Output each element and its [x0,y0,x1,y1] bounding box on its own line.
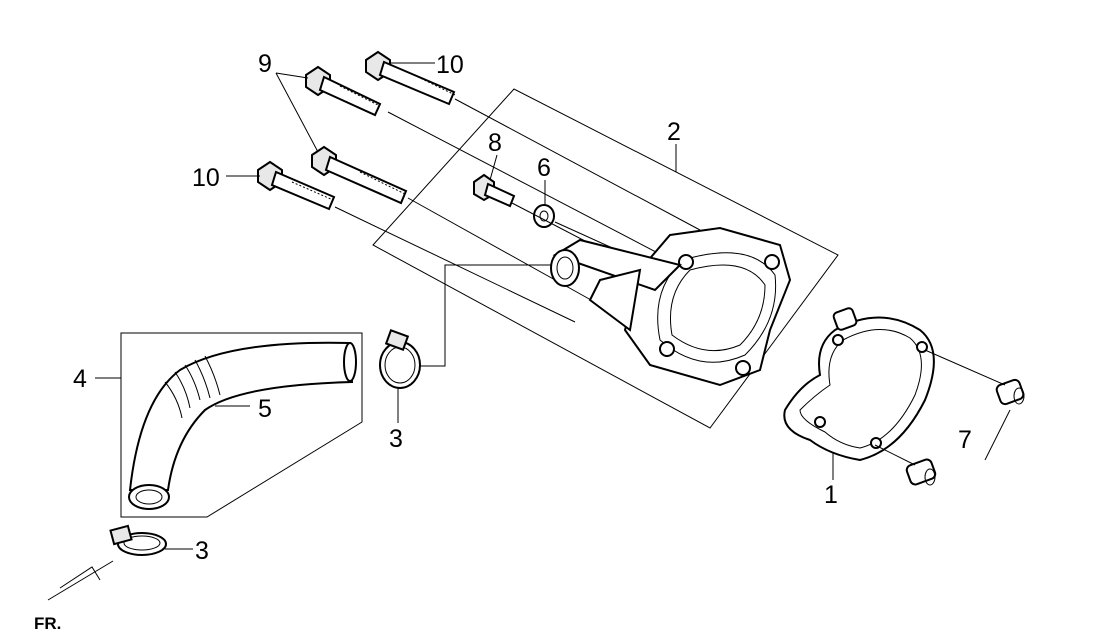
dowel-pin-right [995,378,1025,406]
dowel-pin-bottom [905,458,937,486]
callout-4: 4 [73,365,87,393]
callout-6: 6 [537,154,551,182]
alignment-line [407,197,601,306]
front-direction-arrow-icon [47,560,114,601]
alignment-line [420,264,555,367]
callout-8: 8 [488,129,502,157]
callout-7: 7 [958,426,972,454]
alignment-line [387,111,676,263]
bolt-9-upper [305,65,382,117]
bolt-9-lower [311,145,408,205]
pump-cover [550,226,792,387]
leader-9-to-lower-bolt [275,72,319,153]
callout-5: 5 [258,395,272,423]
leader-9-to-upper-bolt [275,72,309,79]
water-hose [128,341,357,510]
callout-9: 9 [258,50,272,78]
callout-3-upper: 3 [389,425,403,453]
bolt-8 [473,173,516,208]
leader-8 [489,154,498,181]
callout-10-upper: 10 [436,51,464,79]
callout-3-lower: 3 [195,537,209,565]
cover-group-outline [372,88,839,429]
callout-1: 1 [824,481,838,509]
callout-2: 2 [667,118,681,146]
hose-clamp-lower [109,524,167,556]
hose-group-outline [120,332,363,518]
bolt-10-upper [365,50,456,106]
alignment-line [874,444,916,466]
alignment-line [454,98,701,231]
bolt-10-lower [257,160,336,211]
hose-clamp-upper [379,329,421,389]
callout-10-lower: 10 [192,164,220,192]
alignment-line [924,349,1006,386]
gasket [783,316,935,462]
front-direction-label: FR. [34,614,61,633]
alignment-line [984,409,1011,461]
washer-6 [533,204,555,228]
dowel-pin-top [832,307,858,331]
